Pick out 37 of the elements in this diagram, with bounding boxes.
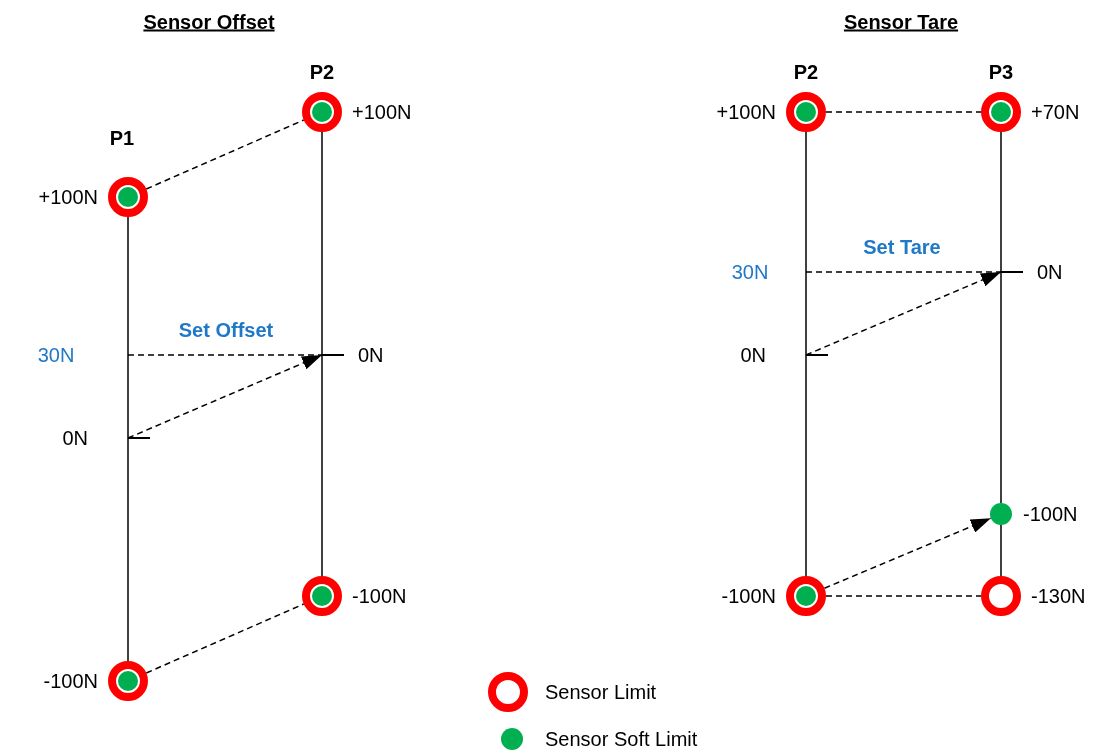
value-label: 0N <box>62 426 88 450</box>
connector-line <box>1000 131 1002 504</box>
axis-heading: P2 <box>309 60 335 84</box>
value-label: +100N <box>38 185 98 209</box>
axis-heading: P1 <box>109 126 135 150</box>
dashed-line <box>145 119 305 190</box>
dashed-line <box>127 354 323 356</box>
legend-text: Sensor Soft Limit <box>545 727 698 751</box>
value-label: 0N <box>740 343 766 367</box>
connector-line <box>805 131 807 577</box>
connector-line <box>321 131 323 577</box>
value-label: -100N <box>352 584 407 608</box>
value-label: -100N <box>721 584 776 608</box>
axis-heading: P3 <box>988 60 1014 84</box>
axis-heading: P2 <box>793 60 819 84</box>
value-label: +100N <box>352 100 412 124</box>
value-label: -100N <box>43 669 98 693</box>
dashed-line <box>825 595 982 597</box>
value-label: -130N <box>1031 584 1086 608</box>
panel-title: Sensor Tare <box>843 10 959 34</box>
dashed-arrow <box>127 354 323 439</box>
value-label: -100N <box>1023 502 1078 526</box>
dashed-line <box>825 111 982 113</box>
dashed-arrow <box>823 517 992 589</box>
dashed-line <box>805 271 1002 273</box>
panel-title: Sensor Offset <box>143 10 275 34</box>
value-label: 30N <box>731 260 769 284</box>
connector-line <box>127 216 129 662</box>
dashed-line <box>145 603 305 674</box>
value-label: 30N <box>37 343 75 367</box>
value-label: 0N <box>1037 260 1063 284</box>
connector-line <box>1000 524 1002 577</box>
dashed-arrow <box>805 271 1002 356</box>
value-label: +70N <box>1031 100 1080 124</box>
value-label: 0N <box>358 343 384 367</box>
value-label: +100N <box>716 100 776 124</box>
legend-text: Sensor Limit <box>545 680 657 704</box>
